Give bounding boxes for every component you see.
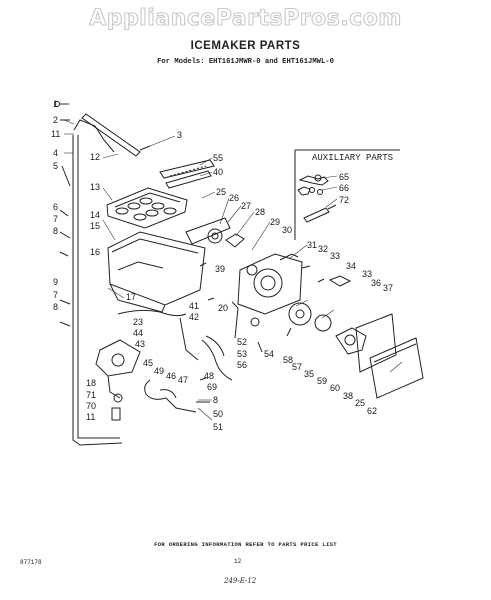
page-number: 12 xyxy=(234,558,242,565)
callout: 49 xyxy=(154,366,164,376)
callout: 27 xyxy=(241,201,251,211)
callout: 40 xyxy=(213,167,223,177)
callout: 8 xyxy=(53,226,58,236)
callout: 65 xyxy=(339,172,349,182)
callout: 29 xyxy=(270,217,280,227)
callout: 3 xyxy=(177,130,182,140)
callout: 44 xyxy=(133,328,143,338)
drive-gears xyxy=(288,275,367,355)
callout: 58 xyxy=(283,355,293,365)
callout: 2 xyxy=(53,115,58,125)
callout: 38 xyxy=(343,391,353,401)
callout: 11 xyxy=(51,129,60,139)
auxiliary-parts-title: AUXILIARY PARTS xyxy=(312,153,394,163)
callout: 35 xyxy=(304,369,314,379)
callout: 51 xyxy=(213,422,223,432)
callout: 13 xyxy=(90,182,100,192)
stripper-heater xyxy=(159,159,215,189)
callout: 4 xyxy=(53,148,58,158)
callout: 9 xyxy=(53,277,58,287)
callout: 54 xyxy=(264,349,274,359)
callout: 18 xyxy=(86,378,96,388)
callout: 66 xyxy=(339,183,349,193)
front-cover xyxy=(355,313,424,399)
callout: 69 xyxy=(207,382,217,392)
callout: 71 xyxy=(86,390,96,400)
wiring-harness xyxy=(117,301,260,381)
auxiliary-parts-drawing xyxy=(297,174,337,223)
callout: 14 xyxy=(90,210,100,220)
callout: 26 xyxy=(229,193,239,203)
ice-bin-housing xyxy=(107,231,206,313)
callout: 25 xyxy=(216,187,226,197)
callout: 53 xyxy=(237,349,247,359)
inlet-tubing xyxy=(144,379,210,413)
callout: 15 xyxy=(90,221,100,231)
callout: 57 xyxy=(292,362,302,372)
callout: 23 xyxy=(133,317,143,327)
fasteners xyxy=(54,101,325,381)
callout: 30 xyxy=(282,225,292,235)
callout: 8 xyxy=(53,302,58,312)
callout: 8 xyxy=(213,395,218,405)
callout: 7 xyxy=(53,290,58,300)
watermark: AppliancePartsPros.com xyxy=(89,5,402,31)
callout: 55 xyxy=(213,153,223,163)
callout: 6 xyxy=(53,202,58,212)
callout: 39 xyxy=(215,264,225,274)
callout: 72 xyxy=(339,195,349,205)
callout: 36 xyxy=(371,278,381,288)
callout: 17 xyxy=(126,292,136,302)
model-subtitle: For Models: EHT161JMWR-0 and EHT161JMWL-… xyxy=(157,58,334,66)
callout: 32 xyxy=(318,244,328,254)
callout-labels: 1 2 11 4 5 6 7 8 9 7 8 12 13 14 15 16 17… xyxy=(51,99,393,432)
callout: 56 xyxy=(237,360,247,370)
callout: 37 xyxy=(383,283,393,293)
callout: 11 xyxy=(86,412,95,422)
callout: 59 xyxy=(317,376,327,386)
callout: 70 xyxy=(86,401,96,411)
callout: 47 xyxy=(178,375,188,385)
callout: 60 xyxy=(330,383,340,393)
callout: 33 xyxy=(330,251,340,261)
control-module xyxy=(237,253,303,315)
callout: 1 xyxy=(53,99,58,109)
callout: 48 xyxy=(204,371,214,381)
document-number: 877178 xyxy=(20,559,42,566)
callout: 52 xyxy=(237,337,247,347)
fill-tube-assembly xyxy=(72,113,141,446)
auxiliary-box-border xyxy=(294,149,400,240)
handwritten-note: 249-E-12 xyxy=(224,577,257,585)
callout: 28 xyxy=(255,207,265,217)
callout: 31 xyxy=(307,240,317,250)
page-title: ICEMAKER PARTS xyxy=(190,40,301,52)
water-valve xyxy=(95,339,141,421)
callout: 5 xyxy=(53,161,58,171)
callout: 43 xyxy=(135,339,145,349)
callout: 16 xyxy=(90,247,100,257)
leader-lines xyxy=(61,103,403,421)
callout: 25 xyxy=(355,398,365,408)
ejector-assembly xyxy=(185,217,245,248)
callout: 50 xyxy=(213,409,223,419)
callout: 62 xyxy=(367,406,377,416)
callout: 34 xyxy=(346,261,356,271)
icemaker-mold xyxy=(106,187,188,229)
callout: 45 xyxy=(143,358,153,368)
ordering-note: FOR ORDERING INFORMATION REFER TO PARTS … xyxy=(154,541,337,548)
callout: 41 xyxy=(189,301,199,311)
callout: 46 xyxy=(166,371,176,381)
callout: 33 xyxy=(362,269,372,279)
callout: 7 xyxy=(53,214,58,224)
callout: 20 xyxy=(218,303,228,313)
callout: 42 xyxy=(189,312,199,322)
callout: 12 xyxy=(90,152,100,162)
